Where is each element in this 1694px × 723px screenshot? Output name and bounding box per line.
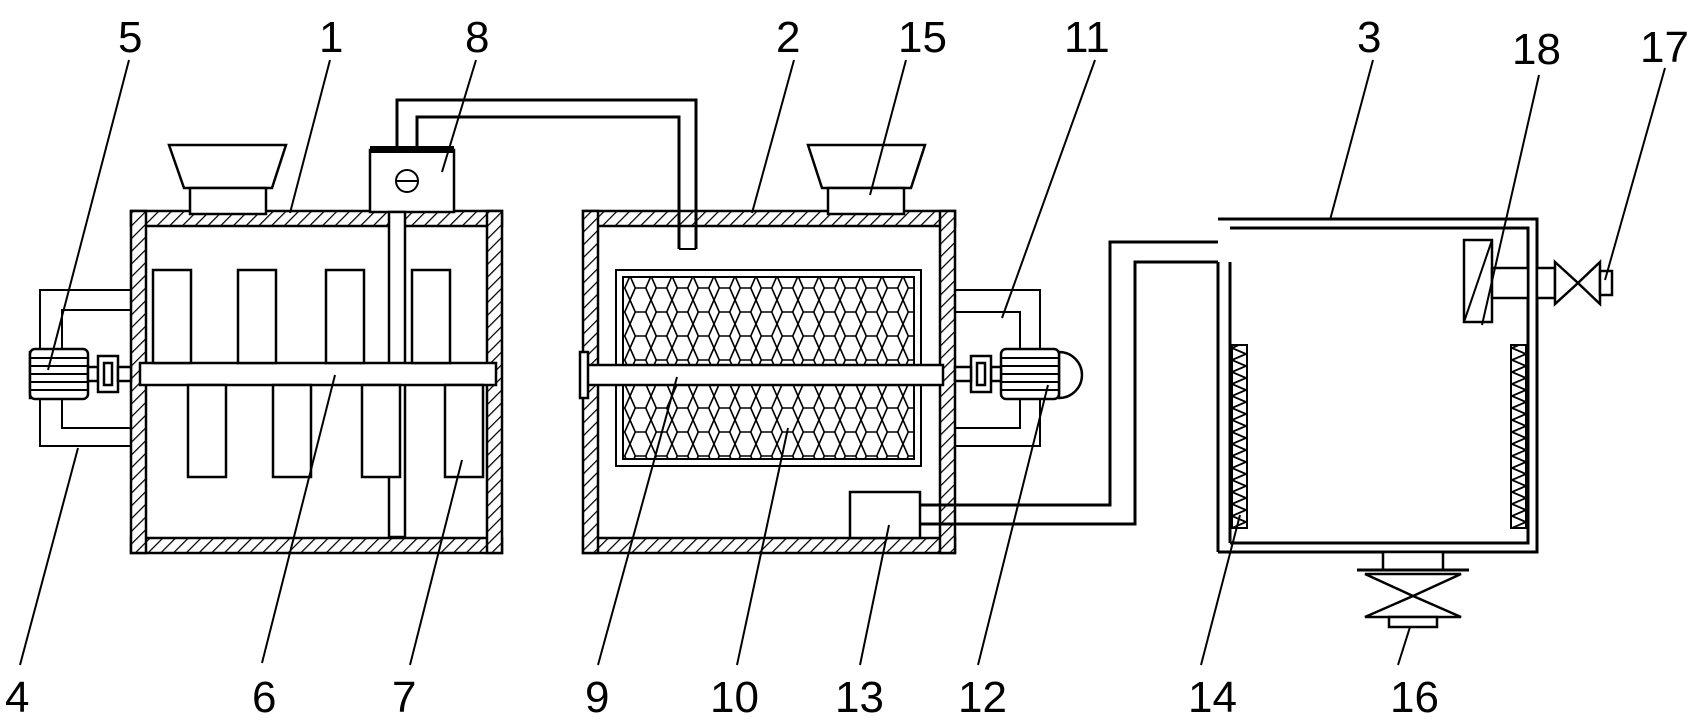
callout-1: 1 <box>319 13 343 62</box>
motor-left <box>28 347 133 401</box>
callout-6: 6 <box>252 673 276 722</box>
feed-hopper-tank-2 <box>806 143 927 216</box>
drum-shaft <box>578 350 945 400</box>
callout-3: 3 <box>1357 13 1381 62</box>
callout-5: 5 <box>118 13 142 62</box>
callout-16: 16 <box>1390 673 1439 722</box>
agitator-shaft <box>138 361 498 387</box>
transfer-pipe-tank1-to-tank2 <box>395 98 698 250</box>
callout-14: 14 <box>1188 673 1237 722</box>
collection-tank <box>1216 217 1539 554</box>
pump-8 <box>368 146 456 214</box>
callout-7: 7 <box>392 673 416 722</box>
callout-13: 13 <box>835 673 884 722</box>
heating-element-left <box>1231 344 1248 529</box>
callout-12: 12 <box>958 673 1007 722</box>
callout-labels: 1 2 3 4 5 6 7 8 9 10 11 12 13 14 15 16 1… <box>5 13 1689 722</box>
callout-17: 17 <box>1640 23 1689 72</box>
callout-8: 8 <box>465 13 489 62</box>
callout-11: 11 <box>1064 13 1110 62</box>
outlet-filter <box>1462 238 1530 324</box>
agitator-blades <box>151 268 485 479</box>
callout-9: 9 <box>585 673 609 722</box>
bottom-outlet-valve <box>1357 550 1469 629</box>
feed-hopper-tank-1 <box>167 143 288 216</box>
side-outlet-valve <box>1535 259 1614 307</box>
callout-10: 10 <box>710 673 759 722</box>
callout-4: 4 <box>5 673 29 722</box>
callout-18: 18 <box>1512 25 1561 74</box>
motor-right <box>953 347 1084 401</box>
heating-element-right <box>1510 344 1527 529</box>
leader-lines <box>19 59 1666 666</box>
callout-15: 15 <box>898 13 947 62</box>
transfer-pipe-tank2-to-tank3 <box>920 240 1218 526</box>
callout-2: 2 <box>776 13 800 62</box>
drain-pump <box>848 490 922 540</box>
